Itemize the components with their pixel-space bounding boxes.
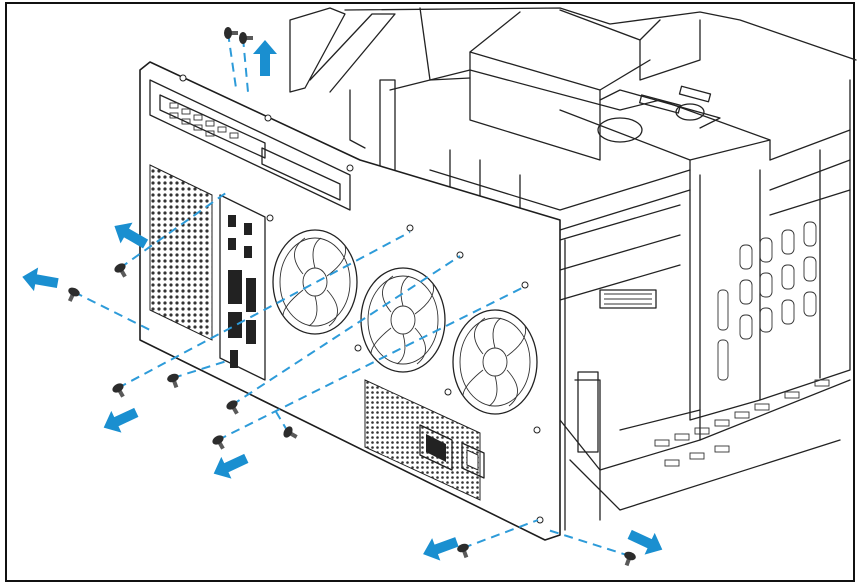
screw-icon	[212, 435, 225, 450]
fan-icon	[452, 309, 538, 415]
arrow-set	[22, 40, 663, 561]
guide-line	[462, 519, 539, 549]
guide-line	[172, 359, 231, 379]
fan-array	[272, 229, 538, 415]
guide-line	[227, 32, 237, 89]
screw-icon	[67, 287, 80, 302]
chassis-frame	[289, 7, 857, 531]
guide-line	[119, 189, 231, 269]
screw-icon	[226, 400, 239, 415]
screw-set	[67, 27, 636, 567]
removal-arrow-icon	[103, 407, 139, 433]
power-switch-icon	[461, 442, 485, 479]
screw-icon	[457, 543, 469, 559]
guide-line	[242, 37, 249, 93]
removal-arrow-icon	[253, 40, 277, 76]
screw-icon	[112, 383, 125, 398]
screw-icon	[239, 32, 253, 44]
guide-line	[231, 255, 461, 406]
power-socket-icon	[419, 424, 453, 471]
screw-icon	[167, 373, 179, 389]
rear-panel	[139, 61, 561, 541]
removal-arrow-icon	[114, 222, 149, 249]
screw-icon	[624, 551, 636, 567]
fan-icon	[272, 229, 358, 335]
removal-arrow-icon	[213, 453, 249, 479]
screw-icon	[283, 426, 298, 439]
guide-line	[117, 231, 411, 389]
guide-lines	[73, 32, 631, 557]
guide-line	[217, 287, 523, 441]
removal-arrow-icon	[22, 267, 59, 292]
screw-icon	[114, 263, 127, 278]
removal-arrow-icon	[423, 537, 459, 561]
screw-icon	[224, 27, 238, 39]
removal-arrow-icon	[627, 529, 663, 555]
